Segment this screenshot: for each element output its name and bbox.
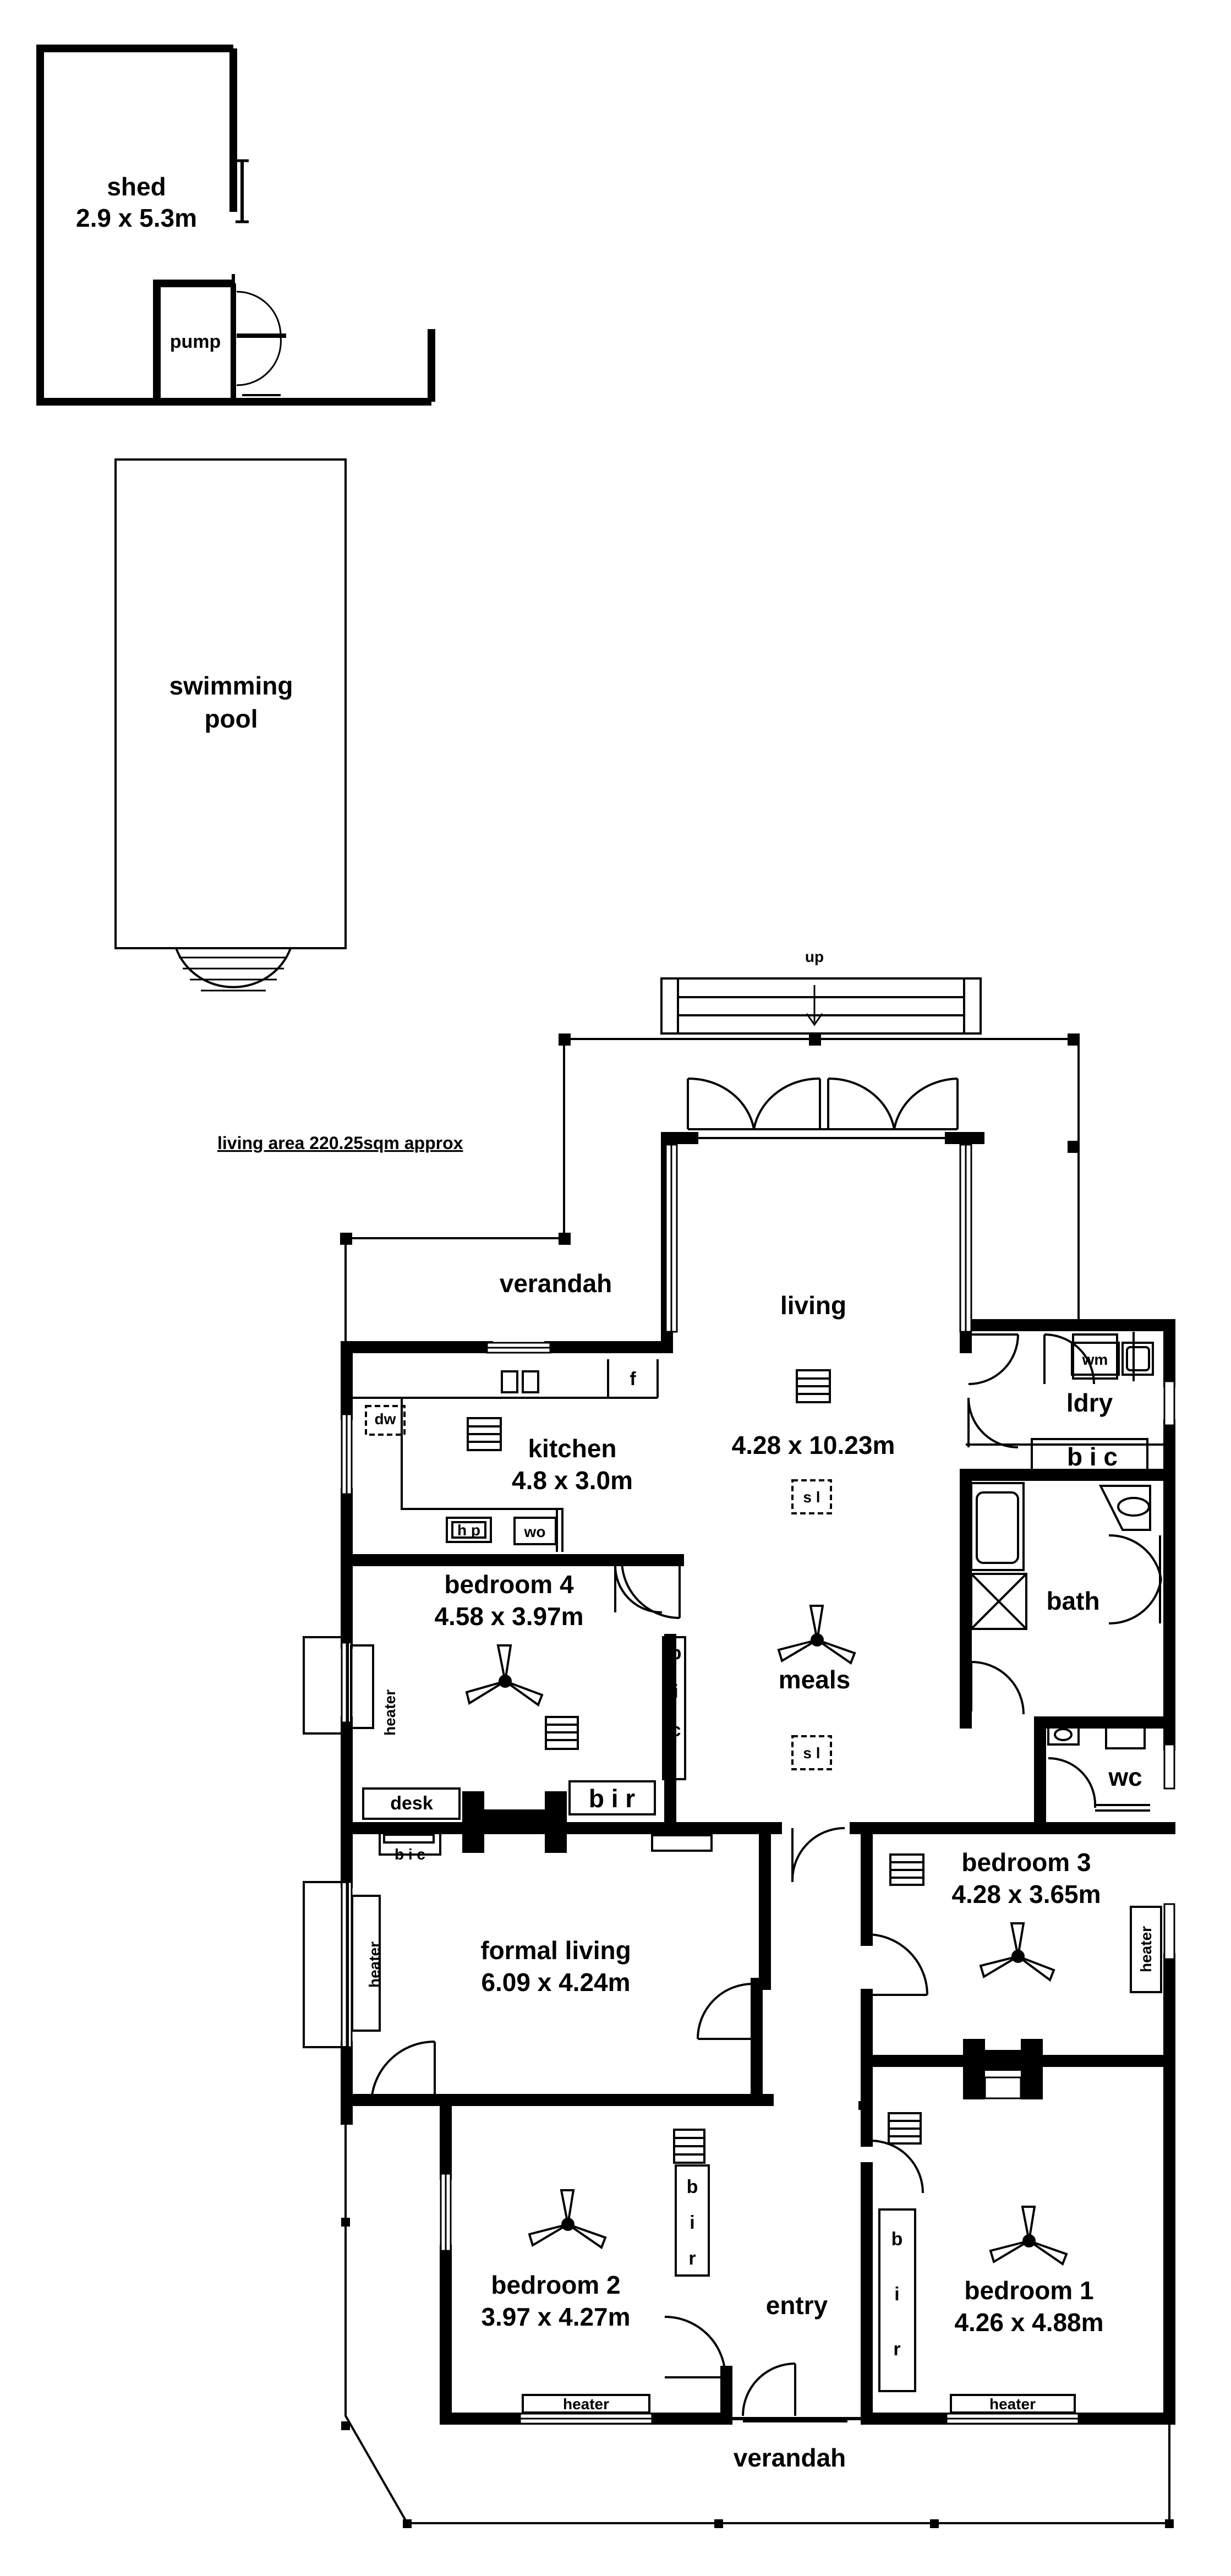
- entry-label: entry: [766, 2291, 828, 2320]
- dishwasher-label: dw: [375, 1410, 396, 1428]
- formal-living-label: formal living: [480, 1936, 631, 1965]
- rear-steps: [660, 977, 982, 1035]
- formal-living-heater-label: heater: [366, 1941, 383, 1988]
- bedroom2-heater-label: heater: [563, 2395, 609, 2413]
- bedroom4-heater-label: heater: [381, 1689, 398, 1736]
- skylight-living-label: s l: [803, 1489, 820, 1506]
- bedroom2-fan-icon: [528, 2189, 607, 2250]
- kitchen-label: kitchen: [528, 1434, 616, 1463]
- pool-label-1: swimming: [169, 671, 293, 700]
- bedroom4-label: bedroom 4: [444, 1570, 574, 1599]
- bedroom1-fixtures: [870, 2112, 1076, 2414]
- windows: [341, 1144, 1175, 2425]
- bedroom1-bir-r: r: [893, 2339, 900, 2360]
- bedroom2-bir-i: i: [690, 2212, 694, 2233]
- bedroom1-bir-i: i: [894, 2284, 899, 2305]
- steps-up-label: up: [805, 948, 824, 965]
- bedroom2-label: bedroom 2: [491, 2271, 620, 2299]
- chimney-west: [462, 1791, 567, 1853]
- bedroom2-size: 3.97 x 4.27m: [481, 2302, 630, 2331]
- bedroom3-heater-label: heater: [1137, 1926, 1155, 1972]
- formal-living-size: 6.09 x 4.24m: [481, 1968, 630, 1997]
- shed-size: 2.9 x 5.3m: [76, 204, 197, 232]
- bath-label: bath: [1046, 1587, 1099, 1615]
- formal-living-bic-label: b i c: [395, 1846, 425, 1863]
- shed-label: shed: [107, 172, 166, 201]
- bedroom1-label: bedroom 1: [964, 2276, 1093, 2305]
- pump-label: pump: [170, 331, 221, 352]
- living-label: living: [780, 1291, 846, 1320]
- bath-fixtures: [970, 1482, 1162, 1812]
- bedroom1-bir-b: b: [891, 2229, 903, 2250]
- bedroom4-size: 4.58 x 3.97m: [434, 1602, 583, 1631]
- bedroom4-bir-label: b i r: [589, 1784, 635, 1813]
- wall-oven-label: wo: [524, 1523, 546, 1540]
- desk-label: desk: [390, 1793, 433, 1814]
- skylight-meals-label: s l: [803, 1744, 820, 1762]
- rear-verandah-label: verandah: [500, 1269, 612, 1298]
- formal-living-fixtures: [303, 1831, 754, 2101]
- bedroom2-bir-b: b: [687, 2176, 698, 2197]
- fridge-label: f: [630, 1369, 636, 1390]
- bedroom4-bic-i: i: [673, 1681, 678, 1702]
- meals-label: meals: [779, 1665, 850, 1694]
- rear-verandah-outline: [340, 1033, 1080, 1355]
- bedroom3-label: bedroom 3: [961, 1848, 1091, 1877]
- wc-label: wc: [1108, 1763, 1142, 1791]
- bedroom2-bir-r: r: [688, 2248, 696, 2269]
- laundry-label: ldry: [1066, 1388, 1113, 1417]
- bedroom4-fan-icon: [465, 1644, 544, 1707]
- bedroom4-bic-b: b: [670, 1643, 682, 1664]
- bedroom3-fixtures: [866, 1853, 1162, 1996]
- shed-structure: [36, 45, 435, 406]
- chimney-east: [963, 2039, 1043, 2099]
- entry-door: [742, 2362, 847, 2422]
- bedroom1-fan-icon: [989, 2206, 1068, 2266]
- living-area-note: living area 220.25sqm approx: [217, 1133, 463, 1153]
- bedroom3-fan-icon: [979, 1922, 1055, 1982]
- laundry-fixtures: [1071, 1342, 1154, 1376]
- meals-fan-icon: [777, 1605, 856, 1665]
- bedroom1-heater-label: heater: [989, 2395, 1036, 2413]
- living-doors: [621, 1333, 1095, 1883]
- bedroom1-size: 4.26 x 4.88m: [954, 2308, 1103, 2337]
- kitchen-size: 4.8 x 3.0m: [512, 1466, 633, 1495]
- living-vents: [791, 1369, 832, 1770]
- front-verandah-posts: [341, 2101, 1174, 2528]
- bedroom4-fixtures: [303, 1565, 686, 1820]
- rear-french-doors: [687, 1077, 959, 1139]
- living-size: 4.28 x 10.23m: [732, 1431, 895, 1459]
- front-verandah-label: verandah: [734, 2443, 846, 2472]
- kitchen-benches: [352, 1359, 659, 1552]
- laundry-bic-label: b i c: [1067, 1442, 1118, 1471]
- washing-machine-label: wm: [1082, 1351, 1108, 1368]
- bedroom4-bic-c: c: [671, 1720, 681, 1741]
- house-walls: [341, 1132, 1175, 2425]
- pool-label-2: pool: [204, 704, 258, 733]
- bedroom2-fixtures: [522, 2129, 726, 2414]
- bedroom3-size: 4.28 x 3.65m: [951, 1880, 1101, 1908]
- swimming-pool: [114, 458, 347, 992]
- hotplate-label: h p: [457, 1522, 480, 1539]
